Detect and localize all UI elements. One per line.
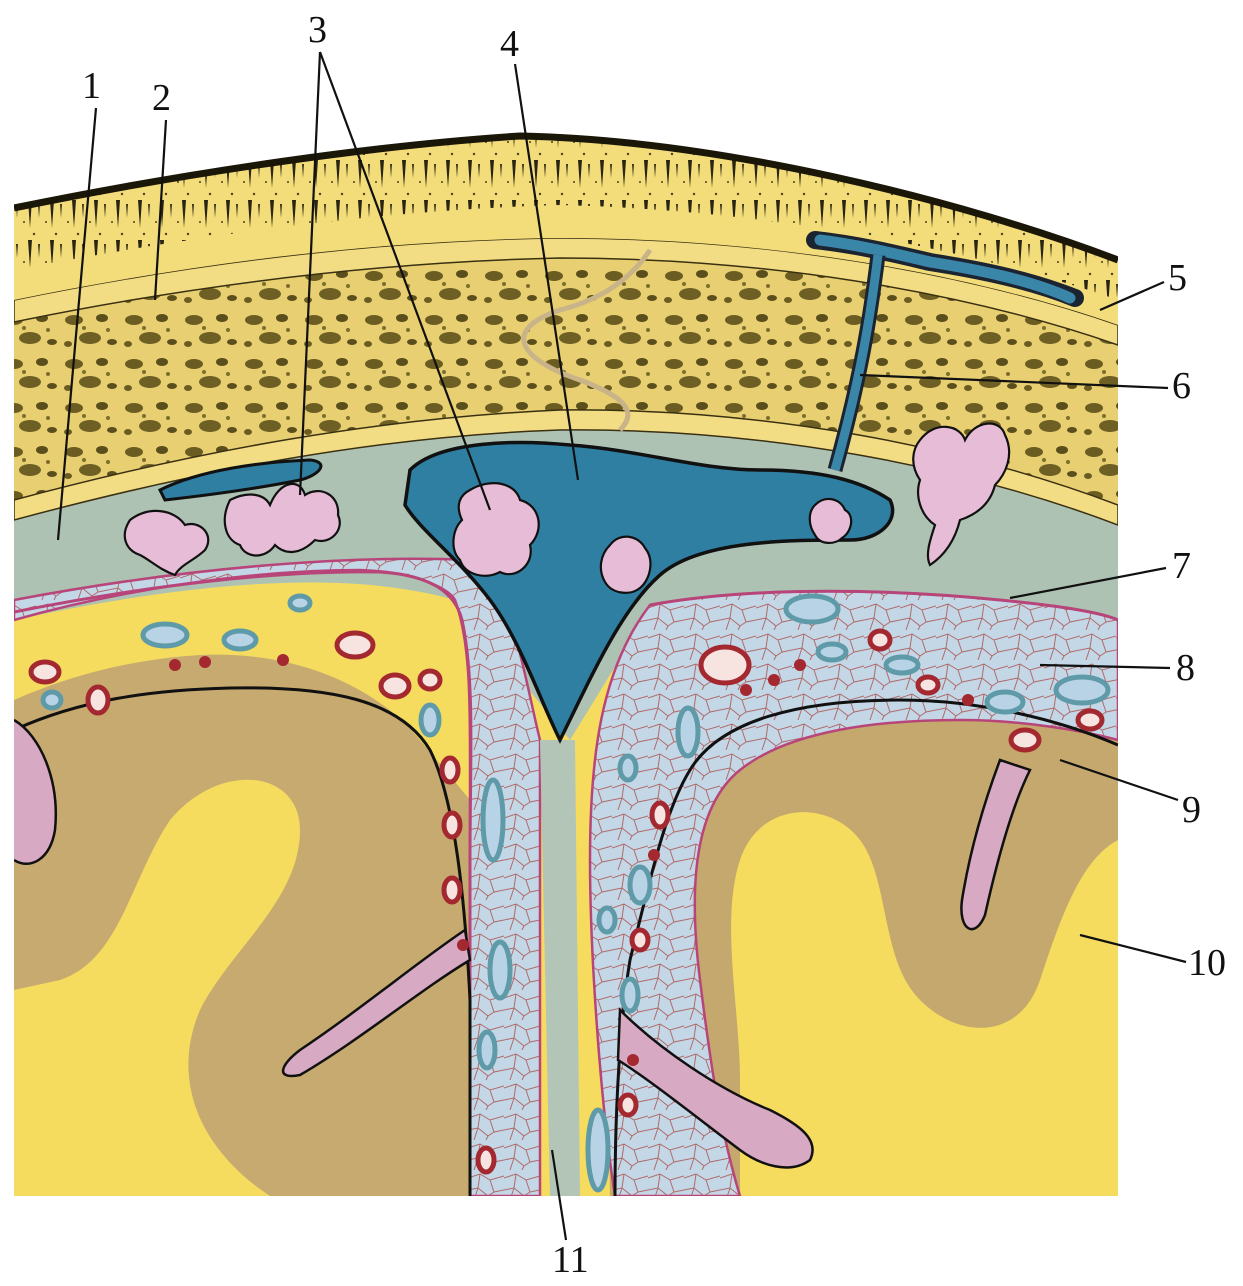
vein (421, 705, 439, 735)
vein (620, 756, 636, 780)
artery (420, 671, 440, 689)
artery (478, 1148, 494, 1172)
vein (479, 1032, 495, 1068)
vein (588, 1110, 608, 1190)
artery (444, 878, 460, 902)
artery-small (768, 674, 780, 686)
label-4: 4 (500, 23, 519, 65)
artery (918, 677, 938, 693)
label-5: 5 (1168, 257, 1187, 299)
artery (337, 633, 373, 657)
artery (88, 687, 108, 713)
artery (620, 1095, 636, 1115)
label-9: 9 (1182, 789, 1201, 831)
artery-small (648, 849, 660, 861)
vein (599, 908, 615, 932)
artery-small (457, 939, 469, 951)
vein (818, 644, 846, 660)
artery-small (794, 659, 806, 671)
vein (290, 596, 310, 610)
artery-small (277, 654, 289, 666)
vein (43, 692, 61, 708)
vein (987, 692, 1023, 712)
artery-small (169, 659, 181, 671)
label-11: 11 (552, 1239, 589, 1281)
artery (442, 758, 458, 782)
artery (870, 631, 890, 649)
vein (483, 780, 503, 860)
vein (224, 631, 256, 649)
label-1: 1 (82, 65, 101, 107)
vein (1056, 677, 1108, 703)
artery-small (962, 694, 974, 706)
vein (678, 708, 698, 756)
artery (652, 803, 668, 827)
vein (630, 867, 650, 903)
artery (381, 675, 409, 697)
label-8: 8 (1176, 647, 1195, 689)
artery (1078, 711, 1102, 729)
artery-small (199, 656, 211, 668)
vein (886, 657, 918, 673)
label-7: 7 (1172, 545, 1191, 587)
label-10: 10 (1188, 942, 1226, 984)
artery (31, 662, 59, 682)
artery (701, 647, 749, 683)
artery (1011, 730, 1039, 750)
vein (622, 979, 638, 1011)
artery (632, 930, 648, 950)
artery (444, 813, 460, 837)
label-2: 2 (152, 77, 171, 119)
artery-small (627, 1054, 639, 1066)
vein (143, 624, 187, 646)
vein (490, 942, 510, 998)
label-3: 3 (308, 9, 327, 51)
label-6: 6 (1172, 365, 1191, 407)
artery-small (740, 684, 752, 696)
vein (786, 596, 838, 622)
